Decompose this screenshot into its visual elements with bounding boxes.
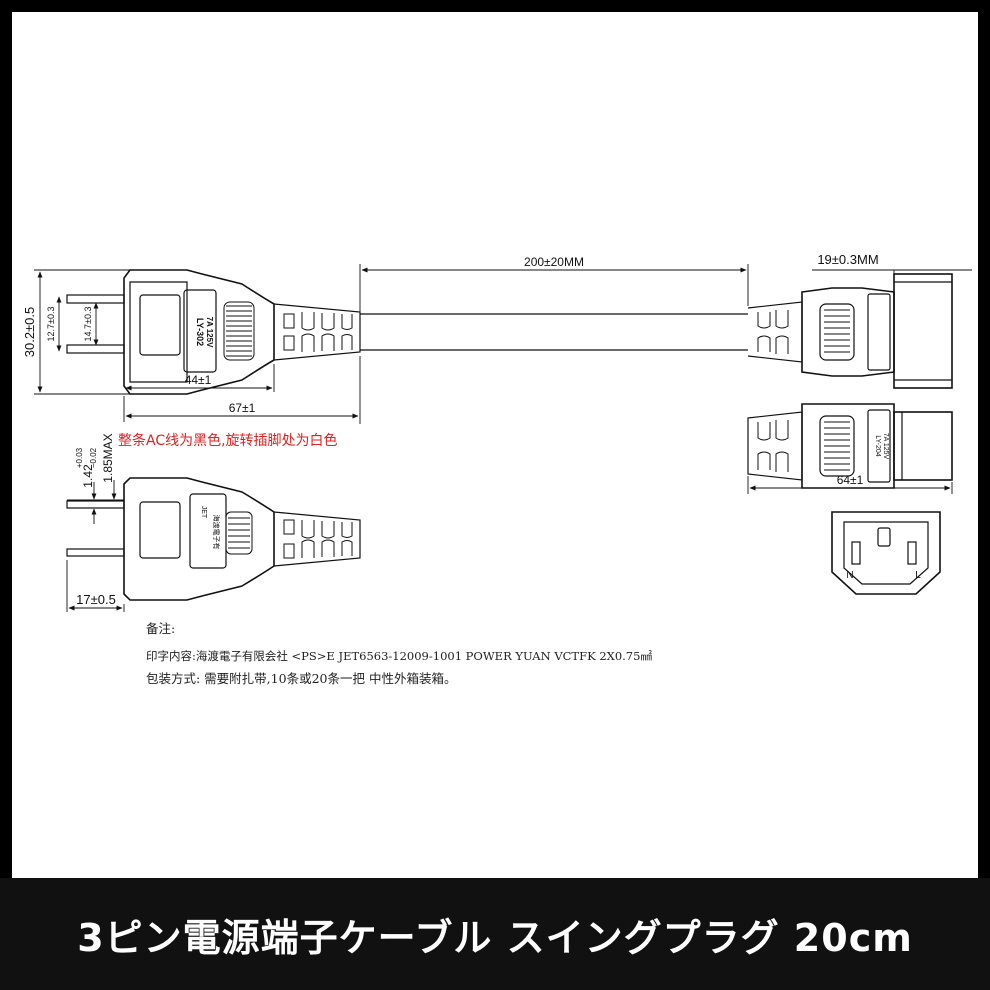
dimension-lines [34,264,972,612]
plug-marking-1: LY-302 [195,318,205,346]
plug-mark2-1: JET [200,506,207,519]
socket-neutral-label: N [846,570,853,581]
pin-tol-upper-label: +0.03 [75,447,84,468]
bottom-plug [66,477,361,601]
cable [360,313,748,351]
plug-body-label: 44±1 [185,373,212,387]
pin-spacing-label: 12.7±0.3 [46,307,56,342]
connector-length-label: 64±1 [837,473,864,487]
drawing-sheet: 200±20MM 19±0.3MM 30.2±0.5 12.7±0.3 14.7… [12,12,978,878]
pin-thickness-label: 1.42 [81,464,95,488]
technical-drawing: 200±20MM 19±0.3MM 30.2±0.5 12.7±0.3 14.7… [22,252,972,612]
cable-length-label: 200±20MM [524,255,584,269]
top-plug [66,269,361,395]
plug-height-label: 30.2±0.5 [22,307,37,358]
plug-mark2-2: 海渡電子有 [212,515,221,550]
notes-line-1: 印字内容:海渡電子有限会社 <PS>E JET6563-12009-1001 P… [146,649,652,663]
socket-line-label: L [915,570,921,581]
notes-heading: 备注: [146,621,176,636]
plug-total-label: 67±1 [229,401,256,415]
caption-bar: 3ピン電源端子ケーブル スイングプラグ 20cm [0,878,990,990]
notes-line-2: 包装方式: 需要附扎带,10条或20条一把 中性外箱装箱。 [146,671,457,686]
socket-face [831,511,941,595]
top-connector [747,273,953,389]
plug-marking-2: 7A 125V [205,317,214,349]
pin-length-label: 17±0.5 [76,592,116,607]
pin-max-label: 1.85MAX [101,433,115,482]
conn-marking-1: LY-204 [874,435,881,457]
product-caption: 3ピン電源端子ケーブル スイングプラグ 20cm [77,915,913,960]
connector-width-label: 19±0.3MM [817,252,878,267]
pin-width-label: 14.7±0.3 [83,307,93,342]
red-note: 整条AC线为黑色,旋转插脚处为白色 [118,433,338,449]
pin-tol-lower-label: −0.02 [89,447,98,468]
conn-marking-2: 7A 125V [882,433,889,460]
